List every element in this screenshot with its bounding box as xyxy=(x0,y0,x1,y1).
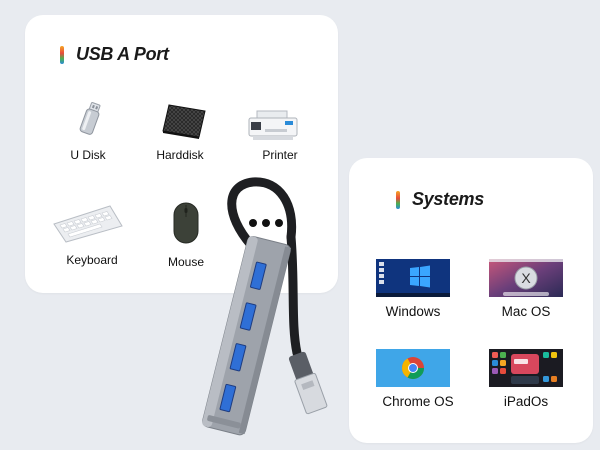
printer-icon xyxy=(248,110,298,140)
keyboard-icon xyxy=(53,205,123,243)
macos-desktop-thumbnail: X xyxy=(489,259,563,297)
title-accent-bar xyxy=(396,190,400,209)
title-accent-bar xyxy=(60,45,64,64)
ipados-label: iPadOs xyxy=(503,394,549,409)
ipados-screen-thumbnail xyxy=(489,349,563,387)
harddisk-label: Harddisk xyxy=(156,148,204,162)
keyboard-label: Keyboard xyxy=(66,253,118,267)
systems-title: Systems xyxy=(412,189,484,209)
windows-desktop-thumbnail xyxy=(376,259,450,297)
usb-flash-drive-icon xyxy=(79,102,101,135)
usb-port-heading: USB A Port xyxy=(60,44,169,65)
hard-disk-icon xyxy=(162,104,206,139)
usb-port-title: USB A Port xyxy=(76,44,169,64)
chrome-os-label: Chrome OS xyxy=(382,394,454,409)
svg-text:X: X xyxy=(521,270,531,286)
mouse-label: Mouse xyxy=(167,255,205,269)
u-disk-label: U Disk xyxy=(70,148,106,162)
usb-port-card: USB A Port U Disk Harddisk xyxy=(25,15,338,293)
mouse-icon xyxy=(173,202,199,244)
chrome-logo-thumbnail xyxy=(376,349,450,387)
mac-os-label: Mac OS xyxy=(501,304,551,319)
windows-label: Windows xyxy=(385,304,441,319)
ellipsis-icon xyxy=(249,219,283,227)
systems-card: Systems Windows X Mac xyxy=(349,158,593,443)
usb-hub-illustration xyxy=(202,177,328,436)
systems-heading: Systems xyxy=(396,189,484,210)
printer-label: Printer xyxy=(262,148,298,162)
